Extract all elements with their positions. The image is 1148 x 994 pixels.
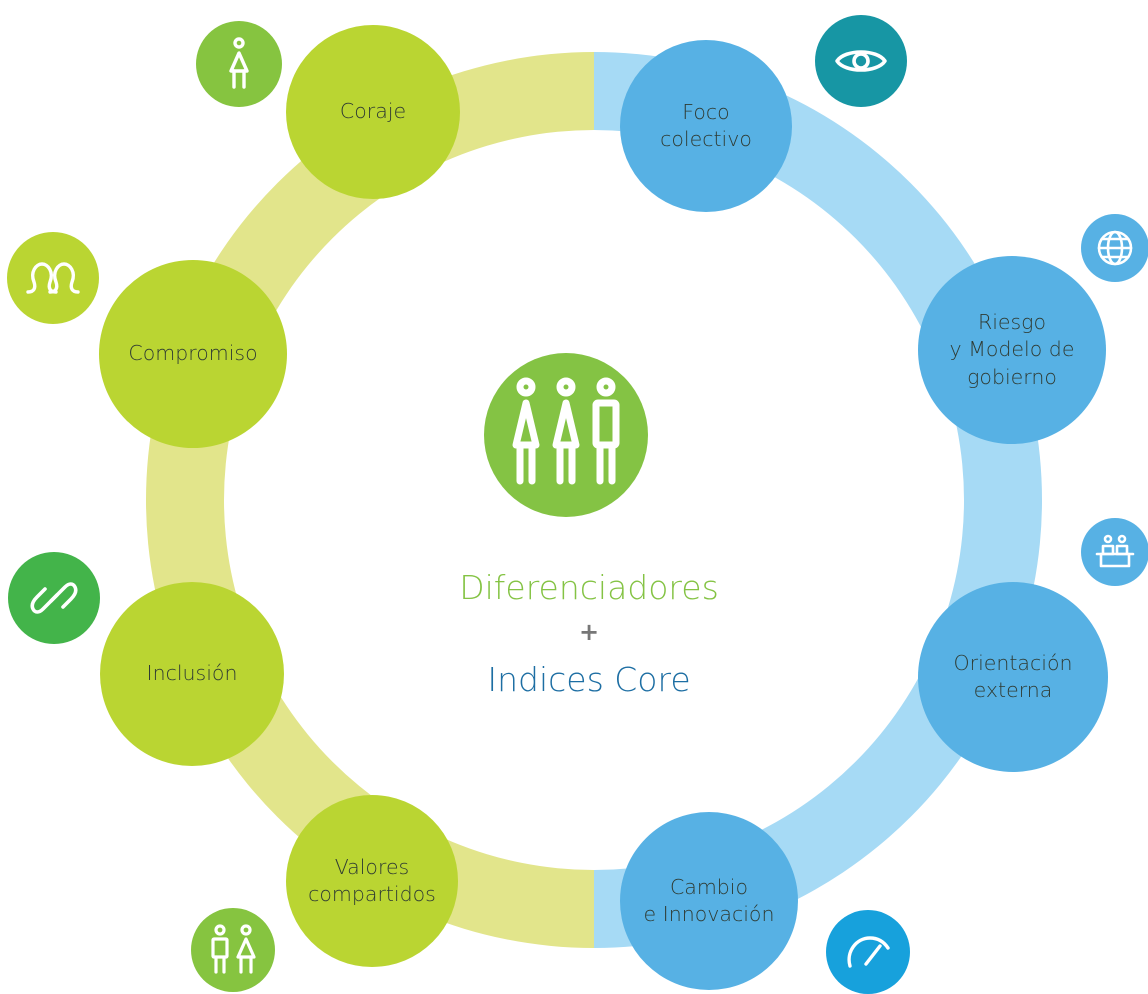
- node-valores-compartidos: Valores compartidos: [286, 795, 458, 967]
- node-coraje: Coraje: [286, 25, 460, 199]
- people-at-desk-icon: [1081, 518, 1148, 586]
- people-group-icon: [504, 373, 628, 497]
- eye-icon: [815, 15, 907, 107]
- chain-link-icon: [8, 552, 100, 644]
- node-cambio-innovacion: Cambio e Innovación: [620, 812, 798, 990]
- node-label: Coraje: [339, 99, 407, 124]
- center-title: Diferenciadores: [459, 568, 719, 607]
- linked-people-icon: [7, 232, 99, 324]
- node-label: Riesgo y Modelo de gobierno: [949, 310, 1075, 389]
- node-label: Foco colectivo: [660, 99, 752, 151]
- speedometer-icon: [826, 910, 910, 994]
- globe-icon: [1081, 214, 1148, 282]
- center-plus: +: [578, 618, 600, 646]
- node-compromiso: Compromiso: [99, 260, 287, 448]
- center-circle: [484, 353, 648, 517]
- node-label: Cambio e Innovación: [643, 874, 775, 926]
- node-riesgo: Riesgo y Modelo de gobierno: [918, 256, 1106, 444]
- node-label: Compromiso: [128, 341, 258, 366]
- two-people-icon: [191, 908, 275, 992]
- node-label: Orientación externa: [953, 650, 1073, 702]
- node-label: Inclusión: [146, 661, 238, 686]
- node-label: Valores compartidos: [308, 854, 436, 906]
- node-foco-colectivo: Foco colectivo: [620, 40, 792, 212]
- center-subtitle: Indices Core: [487, 660, 691, 699]
- node-orientacion-externa: Orientación externa: [918, 582, 1108, 772]
- node-inclusion: Inclusión: [100, 582, 284, 766]
- person-icon: [196, 21, 282, 107]
